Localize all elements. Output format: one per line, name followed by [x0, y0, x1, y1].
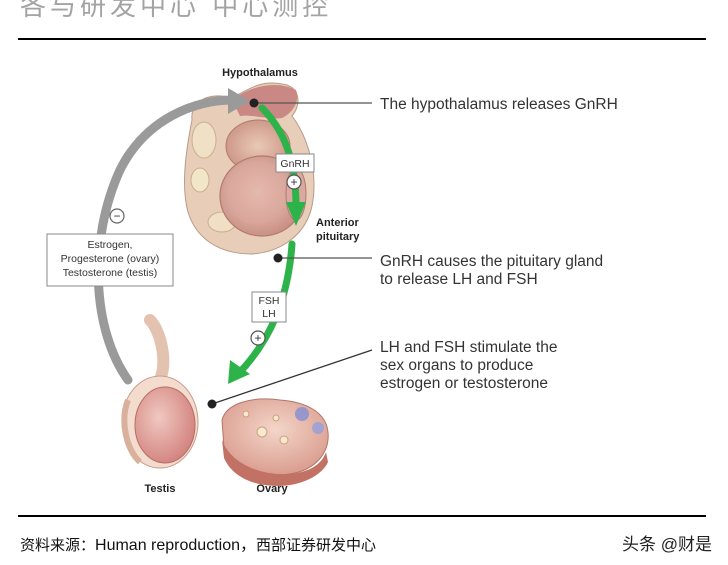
- plus-sign-text-1: +: [290, 175, 297, 189]
- watermark: 头条 @财是: [622, 535, 712, 554]
- callout-leaders: [207, 98, 373, 409]
- source-note: 资料来源：Human reproduction，西部证券研发中心: [20, 531, 376, 555]
- fsh-lh-box: [251, 291, 287, 323]
- anterior-pituitary-label-line1: Anterior: [316, 217, 360, 229]
- hormone-diagram: Hypothalamus − Estrogen, Progesterone (o…: [46, 67, 618, 495]
- feedback-arrowhead: [228, 88, 250, 114]
- gnrh-box: [275, 153, 315, 173]
- ovary-illustration: [221, 398, 329, 486]
- minus-sign-icon: [109, 208, 125, 224]
- negative-feedback-arrow: [93, 95, 237, 385]
- callout-step3-line3: estrogen or testosterone: [380, 375, 548, 392]
- gnrh-box-label: GnRH: [280, 158, 309, 170]
- callout-step2-line2: to release LH and FSH: [380, 271, 538, 288]
- gnrh-arrow: [258, 104, 300, 210]
- callout-step3-line2: sex organs to produce: [380, 357, 533, 374]
- bottom-divider: [18, 515, 706, 517]
- fsh-lh-box-line1: FSH: [259, 295, 280, 307]
- source-org: 西部证券研发中心: [256, 536, 377, 554]
- plus-sign-text-2: +: [254, 331, 261, 345]
- gnrh-arrowhead: [286, 202, 306, 226]
- feedback-box-line1: Estrogen,: [88, 239, 133, 251]
- anterior-pituitary-label-line2: pituitary: [316, 231, 360, 243]
- source-text: Human reproduction，: [95, 537, 256, 554]
- source-prefix: 资料来源：: [20, 536, 96, 554]
- plus-sign-icon-2: [250, 330, 266, 346]
- top-divider: [18, 38, 706, 40]
- plus-sign-icon: [286, 174, 302, 190]
- callout-step2-line1: GnRH causes the pituitary gland: [380, 253, 603, 270]
- lh-fsh-arrowhead: [228, 360, 250, 384]
- callout-step1: The hypothalamus releases GnRH: [380, 96, 618, 113]
- fsh-lh-box-line2: LH: [262, 308, 275, 320]
- feedback-box-line2: Progesterone (ovary): [61, 253, 160, 265]
- testis-illustration: [121, 314, 199, 469]
- feedback-box-line3: Testosterone (testis): [63, 267, 158, 279]
- page-title: 各与研发中心 中心测控: [20, 0, 333, 22]
- hypothalamus-label: Hypothalamus: [222, 67, 298, 79]
- callout-step3-line1: LH and FSH stimulate the: [380, 339, 557, 356]
- minus-sign-text: −: [113, 209, 120, 223]
- feedback-hormones-box: [46, 233, 174, 287]
- testis-label: Testis: [145, 483, 176, 495]
- ovary-label: Ovary: [256, 483, 288, 495]
